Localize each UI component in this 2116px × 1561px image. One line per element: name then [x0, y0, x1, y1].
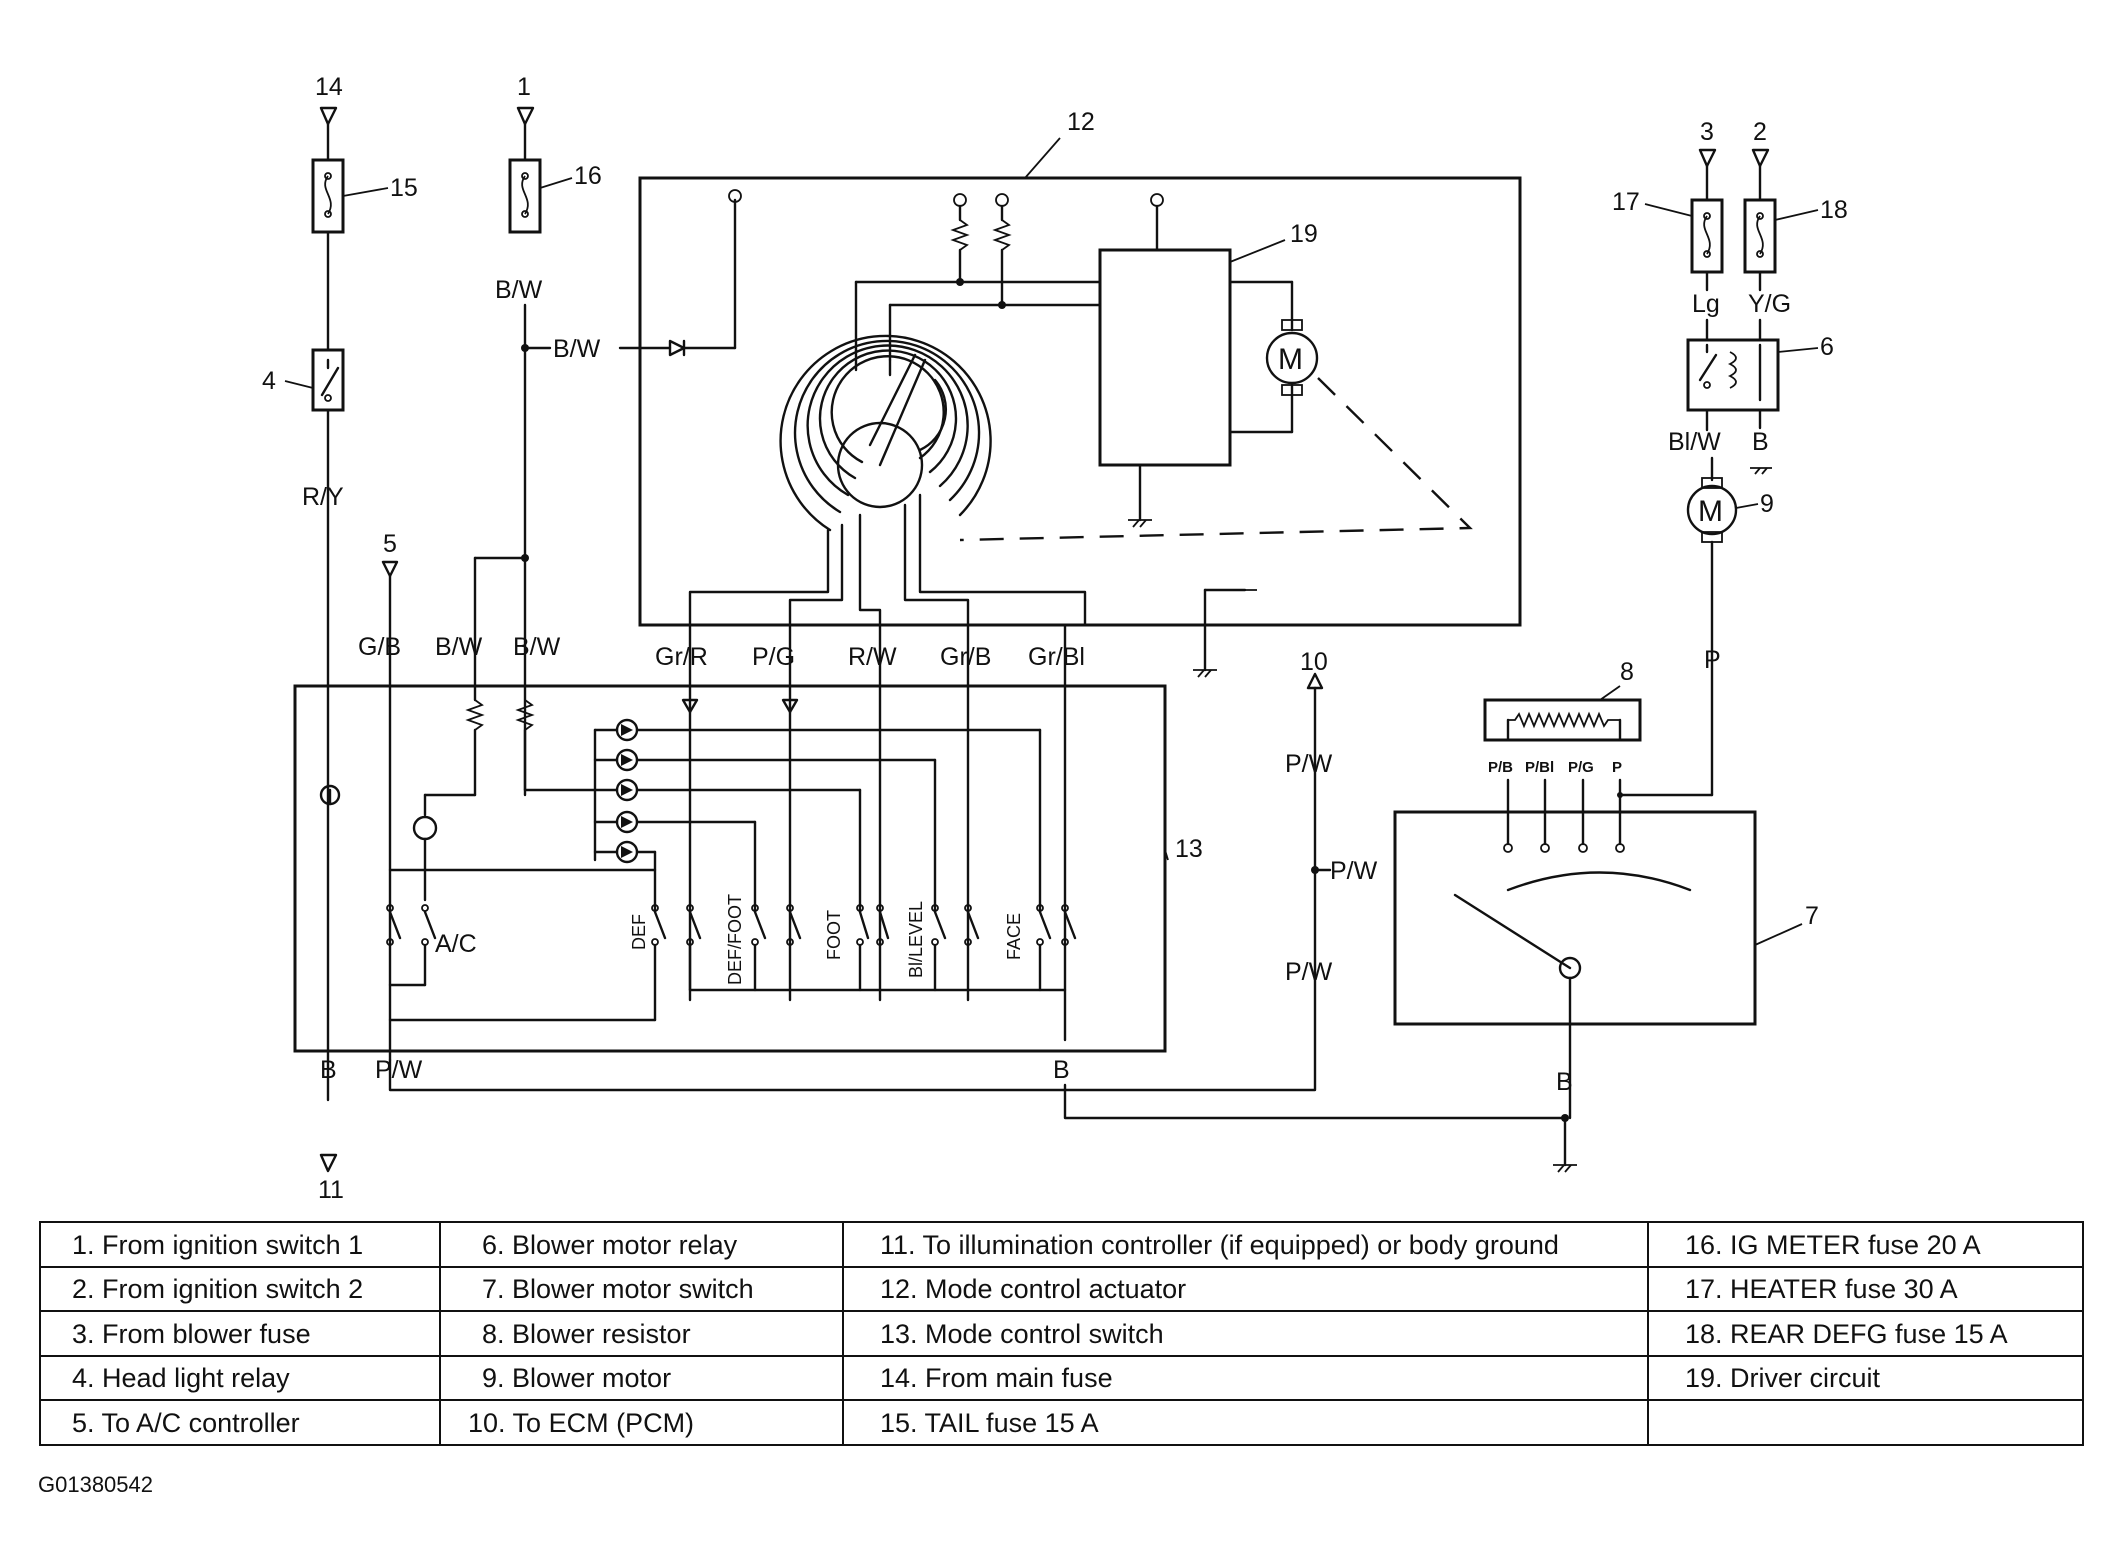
- switch-foot: FOOT: [824, 904, 890, 960]
- callout-18: 18: [1820, 196, 1848, 224]
- switch-def: DEF: [629, 904, 702, 950]
- callout-17: 17: [1612, 188, 1640, 216]
- switch-label-def: DEF: [629, 914, 649, 950]
- blower-motor-switch: 7 B: [1393, 778, 1819, 1122]
- switch-label-ac: A/C: [435, 930, 477, 958]
- wire-label-bw-b: B/W: [513, 633, 561, 661]
- wire-label-bw-mid: B/W: [553, 335, 601, 363]
- callout-5: 5: [383, 530, 397, 558]
- wire-label-grbl: Gr/Bl: [1028, 643, 1085, 671]
- blower-motor-9: [1686, 484, 1738, 536]
- wire-label-grb: Gr/B: [940, 643, 991, 671]
- callout-16: 16: [574, 162, 602, 190]
- mode-switches: DEF DEF/FOOT FOOT Bl/LEVEL: [629, 894, 1077, 985]
- wire-label-p: P: [1704, 646, 1721, 674]
- callout-10: 10: [1300, 648, 1328, 676]
- callout-13: 13: [1175, 835, 1203, 863]
- callout-11: 11: [318, 1176, 344, 1204]
- mode-control-actuator: 12 19 M: [638, 108, 1522, 678]
- figure-code: G01380542: [38, 1472, 153, 1497]
- actuator-motor-letter: M: [1278, 343, 1303, 376]
- callout-7: 7: [1805, 902, 1819, 930]
- bottom-wiring: [388, 868, 1577, 1173]
- ig-meter-fuse-16: [508, 158, 542, 234]
- actuator-motor: [1265, 331, 1319, 385]
- callout-8: 8: [1620, 658, 1634, 686]
- blower-resistor: 8 P/B P/Bl P/G P: [1483, 658, 1714, 798]
- blower-circuit: 3 2 17 18 Lg Y/G 6 Bl/W B: [1612, 118, 1848, 797]
- mode-control-switch: 13 5 G/B B/W B/W: [293, 530, 1203, 1084]
- wire-label-bw-a: B/W: [435, 633, 483, 661]
- wire-label-yg: Y/G: [1748, 290, 1791, 318]
- legend-item: 12. Mode control actuator: [880, 1274, 1186, 1304]
- resistor-pin-p: P: [1612, 759, 1622, 776]
- callout-19: 19: [1290, 220, 1318, 248]
- blower-motor-relay-6: [1686, 338, 1780, 412]
- switch-deffoot: DEF/FOOT: [725, 894, 802, 985]
- actuator-wire-labels: Gr/R P/G R/W Gr/B Gr/Bl: [655, 623, 1085, 1042]
- legend-item: 4. Head light relay: [72, 1363, 290, 1393]
- legend-item: 15. TAIL fuse 15 A: [880, 1408, 1099, 1438]
- legend-item: 18. REAR DEFG fuse 15 A: [1685, 1319, 2008, 1349]
- callout-15: 15: [390, 174, 418, 202]
- wire-label-rw: R/W: [848, 643, 897, 671]
- resistor-pin-pb: P/B: [1488, 759, 1513, 776]
- wire-label-lg: Lg: [1692, 290, 1720, 318]
- ecm-circuit: 10 P/W P/W P/W: [1285, 648, 1397, 986]
- indicator-lamps: [615, 718, 639, 864]
- switch-bilevel: Bl/LEVEL: [906, 901, 980, 978]
- wire-label-blw: Bl/W: [1668, 428, 1721, 456]
- wire-label-gb: G/B: [358, 633, 401, 661]
- wire-label-pg: P/G: [752, 643, 795, 671]
- legend-item: 6. Blower motor relay: [482, 1230, 738, 1260]
- legend-item: 5. To A/C controller: [72, 1408, 300, 1438]
- wire-label-b-left: B: [320, 1056, 337, 1084]
- wire-label-ry: R/Y: [302, 483, 344, 511]
- callout-6: 6: [1820, 333, 1834, 361]
- position-sensor-arcs: [779, 334, 992, 532]
- resistor-pin-pg: P/G: [1568, 759, 1594, 776]
- wire-label-b-relay: B: [1752, 428, 1769, 456]
- switch-label-bilevel: Bl/LEVEL: [906, 901, 926, 978]
- callout-1: 1: [517, 73, 531, 101]
- wire-label-pw-3: P/W: [1285, 958, 1333, 986]
- blower-motor-letter: M: [1698, 495, 1723, 528]
- wire-label-b-mid: B: [1053, 1056, 1070, 1084]
- legend-item: 9. Blower motor: [482, 1363, 671, 1393]
- tail-circuit: 14 15 4 R/Y B 11: [262, 73, 418, 1204]
- callout-9: 9: [1760, 490, 1774, 518]
- wire-label-bw-top: B/W: [495, 276, 543, 304]
- callout-14: 14: [315, 73, 343, 101]
- wire-label-pw-1: P/W: [1285, 750, 1333, 778]
- legend-item: 1. From ignition switch 1: [72, 1230, 363, 1260]
- callout-4: 4: [262, 367, 276, 395]
- driver-circuit-19: [1098, 248, 1232, 467]
- legend-table: 1. From ignition switch 1 2. From igniti…: [39, 1221, 2084, 1446]
- callout-3: 3: [1700, 118, 1714, 146]
- legend-item: 19. Driver circuit: [1685, 1363, 1881, 1393]
- legend-item: 16. IG METER fuse 20 A: [1685, 1230, 1981, 1260]
- wire-label-pw-2: P/W: [1330, 857, 1378, 885]
- legend-item: 13. Mode control switch: [880, 1319, 1164, 1349]
- switch-label-deffoot: DEF/FOOT: [725, 894, 745, 985]
- switch-label-foot: FOOT: [824, 910, 844, 960]
- switch-label-face: FACE: [1004, 913, 1024, 960]
- ig-meter-circuit: 1 16 B/W B/W: [473, 73, 742, 797]
- wire-label-grr: Gr/R: [655, 643, 708, 671]
- legend-item: 7. Blower motor switch: [482, 1274, 754, 1304]
- wire-label-b-right: B: [1556, 1068, 1573, 1096]
- legend-item: 3. From blower fuse: [72, 1319, 311, 1349]
- wire-label-pw-left: P/W: [375, 1056, 423, 1084]
- callout-2: 2: [1753, 118, 1767, 146]
- legend-item: 17. HEATER fuse 30 A: [1685, 1274, 1958, 1304]
- legend-item: 2. From ignition switch 2: [72, 1274, 363, 1304]
- callout-12: 12: [1067, 108, 1095, 136]
- legend-item: 8. Blower resistor: [482, 1319, 691, 1349]
- legend-item: 10. To ECM (PCM): [468, 1408, 694, 1438]
- legend-item: 11. To illumination controller (if equip…: [880, 1230, 1559, 1260]
- resistor-pin-pbl: P/Bl: [1525, 759, 1554, 776]
- legend-item: 14. From main fuse: [880, 1363, 1113, 1393]
